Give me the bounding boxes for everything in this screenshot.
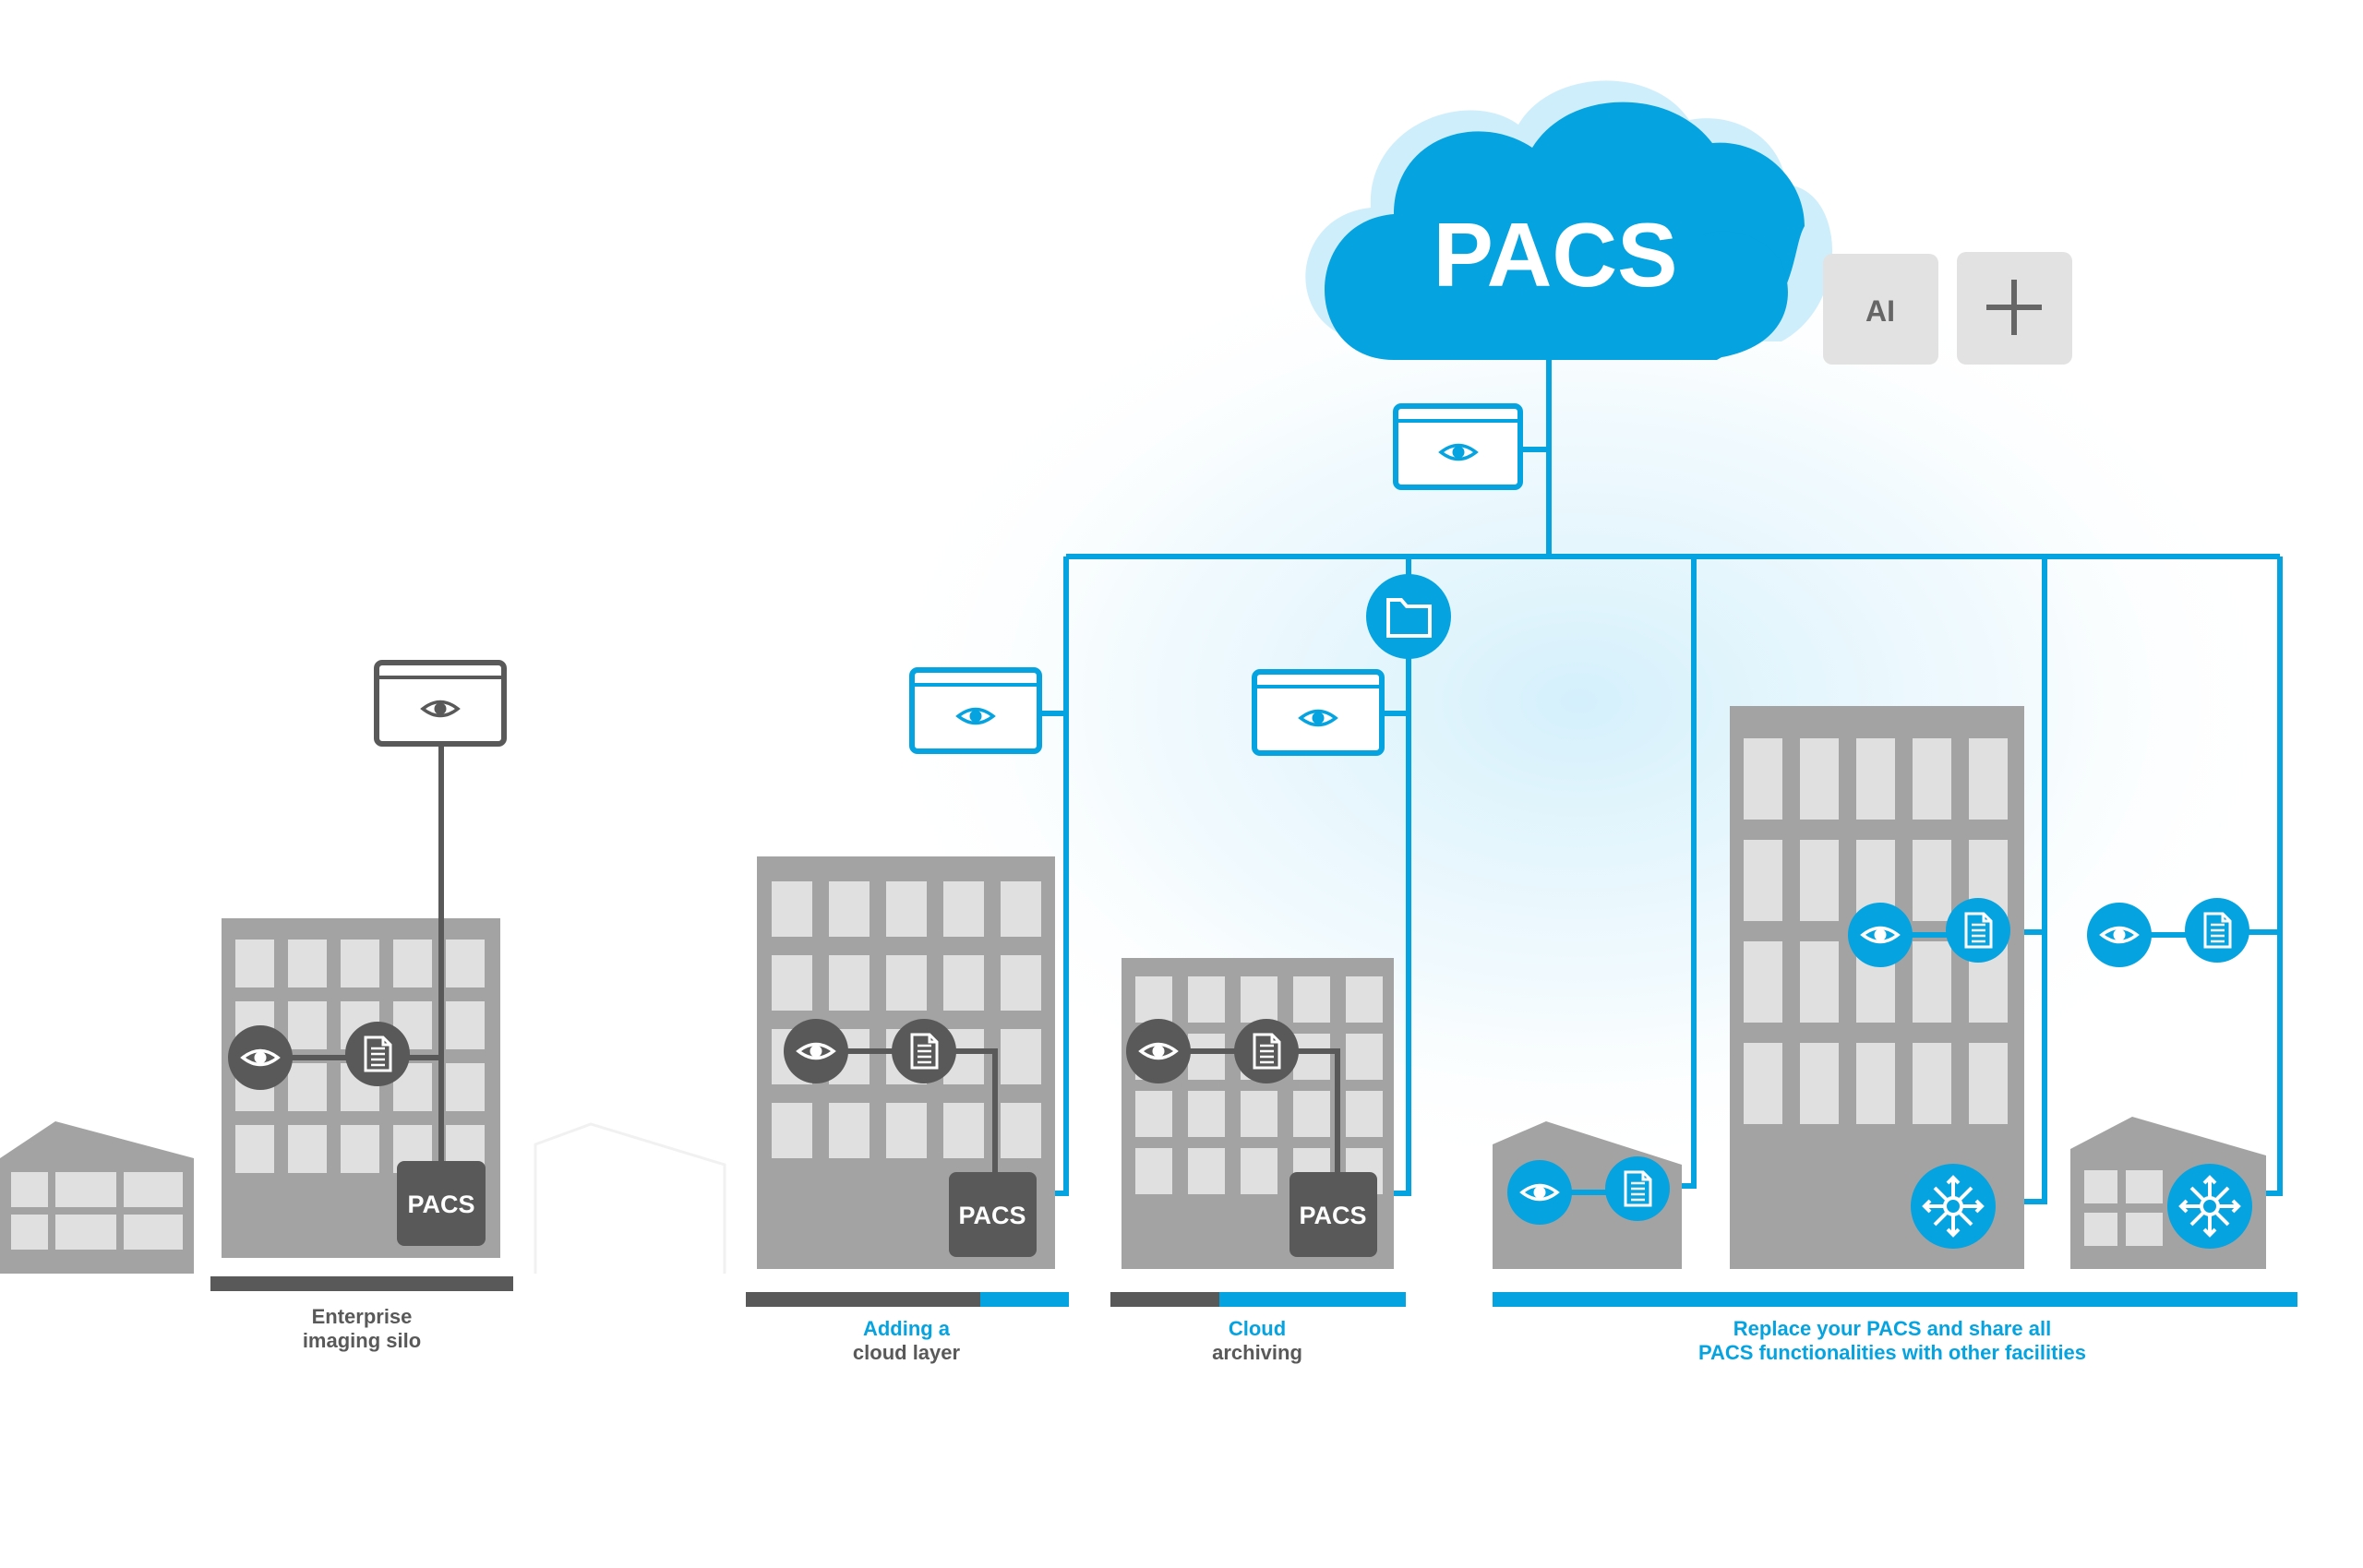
replace-right-network-hub-icon[interactable] xyxy=(2167,1164,2252,1249)
background-glow xyxy=(858,221,2298,1181)
faint-building-outline xyxy=(534,1122,726,1274)
silo-baseline xyxy=(210,1276,513,1291)
replace-tall-document-icon[interactable] xyxy=(1946,898,2010,963)
silo-pacs-label: PACS xyxy=(407,1191,474,1218)
cloud-layer-caption-line2: cloud layer xyxy=(853,1341,961,1364)
cloud-layer-caption-line1: Adding a xyxy=(863,1317,951,1340)
replace-warehouse-document-icon[interactable] xyxy=(1605,1156,1670,1221)
replace-right-document-icon[interactable] xyxy=(2185,898,2249,963)
cloud-archiving-caption-line1: Cloud xyxy=(1229,1317,1286,1340)
cloud-layer-baseline-blue xyxy=(980,1292,1069,1307)
silo-caption-line1: Enterprise xyxy=(312,1305,413,1328)
silo-caption-line2: imaging silo xyxy=(303,1329,421,1352)
cloud-label: PACS xyxy=(1433,204,1677,305)
cloud-archiving-baseline-blue xyxy=(1219,1292,1406,1307)
cloud-archiving-viewer-window-icon[interactable] xyxy=(1252,669,1385,756)
cloud-layer-eye-icon[interactable] xyxy=(784,1019,848,1083)
cloud-layer-pacs-label: PACS xyxy=(958,1202,1026,1229)
small-warehouse-left xyxy=(0,1121,194,1274)
silo-viewer-window-icon[interactable] xyxy=(374,660,507,747)
silo-eye-icon[interactable] xyxy=(228,1025,293,1090)
cloud-archiving-document-icon[interactable] xyxy=(1234,1019,1299,1083)
pacs-cloud: PACS xyxy=(1305,80,1832,360)
replace-warehouse-eye-icon[interactable] xyxy=(1507,1160,1572,1225)
silo-document-icon[interactable] xyxy=(345,1022,410,1086)
plus-icon xyxy=(1986,280,2042,335)
cloud-archiving-building xyxy=(1122,958,1394,1269)
cloud-layer-baseline-gray xyxy=(746,1292,980,1307)
cloud-layer-pacs-box[interactable]: PACS xyxy=(949,1172,1037,1257)
folder-icon[interactable] xyxy=(1366,574,1451,659)
ai-tile[interactable]: AI xyxy=(1823,254,1938,365)
cloud-archiving-eye-icon[interactable] xyxy=(1126,1019,1191,1083)
replace-tall-eye-icon[interactable] xyxy=(1848,903,1913,967)
replace-caption-line2: PACS functionalities with other faciliti… xyxy=(1698,1341,2086,1364)
replace-right-eye-icon[interactable] xyxy=(2087,903,2152,967)
cloud-archiving-links xyxy=(1158,1048,1340,1172)
silo-pacs-box[interactable]: PACS xyxy=(397,1161,486,1246)
plus-tile[interactable] xyxy=(1957,252,2072,365)
cloud-layer-document-icon[interactable] xyxy=(892,1019,956,1083)
cloud-archiving-caption-line2: archiving xyxy=(1212,1341,1302,1364)
cloud-layer-viewer-window-icon[interactable] xyxy=(909,667,1042,754)
cloud-layer-links xyxy=(816,1048,998,1172)
cloud-archiving-pacs-label: PACS xyxy=(1299,1202,1366,1229)
ai-label: AI xyxy=(1865,294,1895,328)
replace-tall-network-hub-icon[interactable] xyxy=(1911,1164,1996,1249)
cloud-archiving-baseline-gray xyxy=(1110,1292,1219,1307)
viewer-window-icon[interactable] xyxy=(1393,403,1523,490)
replace-caption-line1: Replace your PACS and share all xyxy=(1733,1317,2051,1340)
cloud-archiving-pacs-box[interactable]: PACS xyxy=(1289,1172,1377,1257)
replace-baseline xyxy=(1493,1292,2297,1307)
